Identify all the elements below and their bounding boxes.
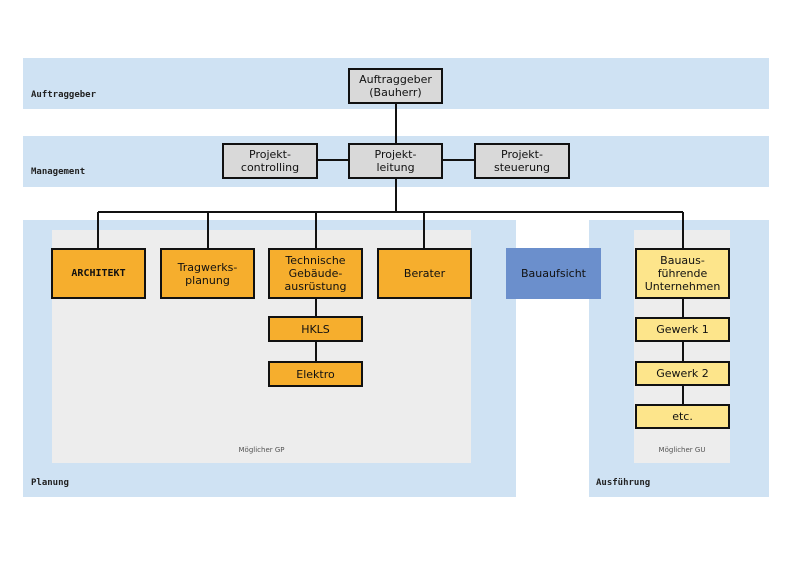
band-label-planung: Planung	[31, 478, 69, 488]
band-label-management: Management	[31, 167, 86, 177]
node-auftraggeber: Auftraggeber (Bauherr)	[348, 68, 443, 104]
node-architekt: ARCHITEKT	[51, 248, 146, 299]
node-berater: Berater	[377, 248, 472, 299]
node-projektleitung: Projekt- leitung	[348, 143, 443, 179]
band-label-auftraggeber: Auftraggeber	[31, 90, 97, 100]
node-gewerk2: Gewerk 2	[635, 361, 730, 386]
node-bauausfuehrende: Bauaus- führende Unternehmen	[635, 248, 730, 299]
node-hkls: HKLS	[268, 316, 363, 342]
node-projektcontrolling: Projekt- controlling	[222, 143, 318, 179]
node-gewerk1: Gewerk 1	[635, 317, 730, 342]
area-gu-label: Möglicher GU	[658, 446, 706, 454]
node-bauaufsicht: Bauaufsicht	[506, 248, 601, 299]
node-tragwerksplanung: Tragwerks- planung	[160, 248, 255, 299]
band-label-ausfuehrung: Ausführung	[596, 478, 651, 488]
node-elektro: Elektro	[268, 361, 363, 387]
node-etc: etc.	[635, 404, 730, 429]
area-gp-label: Möglicher GP	[238, 446, 285, 454]
node-projektsteuerung: Projekt- steuerung	[474, 143, 570, 179]
node-tga: Technische Gebäude- ausrüstung	[268, 248, 363, 299]
